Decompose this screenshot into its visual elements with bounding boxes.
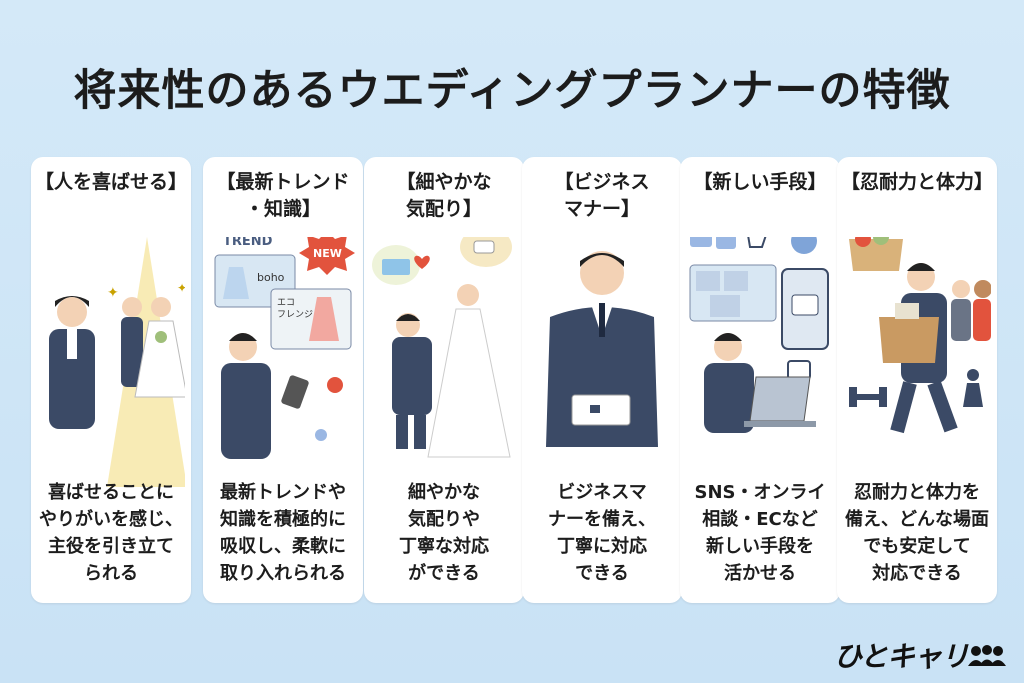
body-line: 細やかな — [408, 482, 480, 503]
heading-line: マナー】 — [563, 198, 640, 220]
card-heading: 【細やかな 気配り】 — [364, 169, 524, 223]
svg-text:✦: ✦ — [177, 281, 185, 295]
body-line: られる — [84, 563, 138, 584]
card-heading: 【人を喜ばせる】 — [31, 169, 191, 196]
card-description: SNS・オンライ 相談・ECなど 新しい手段を 活かせる — [680, 479, 840, 587]
body-line: 対応できる — [872, 563, 962, 584]
body-line: ができる — [408, 563, 480, 584]
trend-label: TREND — [223, 237, 273, 249]
heading-line: 【ビジネス — [554, 171, 650, 193]
card-description: 喜ばせることに やりがいを感じ、 主役を引き立て られる — [31, 479, 191, 587]
body-line: SNS・オンライ — [694, 482, 826, 503]
logo-text: ひとキャリ — [833, 640, 969, 673]
body-line: 喜ばせることに — [48, 482, 174, 503]
body-line: 相談・ECなど — [702, 509, 818, 530]
body-line: 丁寧な対応 — [399, 536, 489, 557]
heading-line: 気配り】 — [405, 198, 482, 220]
heading-line: 【人を喜ばせる】 — [34, 171, 187, 193]
card-care: 【細やかな 気配り】 細やかな 気配りや 丁寧な対応 ができる — [364, 157, 524, 603]
heading-line: ・知識】 — [244, 198, 321, 220]
body-line: 吸収し、柔軟に — [220, 536, 346, 557]
card-manners: 【ビジネス マナー】 ビジネスマ ナーを備え、 丁寧に対応 できる — [522, 157, 682, 603]
card-heading: 【忍耐力と体力】 — [837, 169, 997, 196]
people-icon — [968, 645, 1006, 666]
endurance-illustration — [849, 237, 991, 434]
new-label: NEW — [313, 247, 342, 260]
body-line: 知識を積極的に — [220, 509, 346, 530]
body-line: 取り入れられる — [220, 563, 346, 584]
care-illustration — [372, 237, 512, 458]
body-line: 気配りや — [408, 509, 480, 530]
eco-label: エコ — [277, 298, 295, 308]
body-line: 最新トレンドや — [220, 482, 346, 503]
heading-line: 【最新トレンド — [216, 171, 350, 193]
card-endurance: 【忍耐力と体力】 忍耐力と体力を 備え、ど — [837, 157, 997, 603]
body-line: でも安定して — [863, 536, 971, 557]
card-new-means: 【新しい手段】 SNS・オンライ 相談・ECなど 新しい手段を 活かせる — [680, 157, 840, 603]
heading-line: 【忍耐力と体力】 — [840, 171, 993, 193]
boho-label: boho — [257, 271, 285, 284]
body-line: ビジネスマ — [557, 482, 647, 503]
card-description: ビジネスマ ナーを備え、 丁寧に対応 できる — [522, 479, 682, 587]
card-heading: 【ビジネス マナー】 — [522, 169, 682, 223]
heading-line: 【新しい手段】 — [693, 171, 827, 193]
body-line: 主役を引き立て — [48, 536, 174, 557]
joy-illustration: ✦ ✦ — [49, 237, 185, 487]
body-line: 備え、どんな場面 — [845, 509, 989, 530]
heading-line: 【細やかな — [396, 171, 492, 193]
page-title: 将来性のあるウエディングプランナーの特徴 — [73, 66, 951, 116]
body-line: 丁寧に対応 — [557, 536, 647, 557]
eco2-label: フレンジ — [277, 310, 313, 320]
new-means-illustration — [689, 237, 829, 433]
card-heading: 【新しい手段】 — [680, 169, 840, 196]
trend-illustration: TREND NEW boho エコ フレンジ — [214, 237, 355, 459]
body-line: ナーを備え、 — [548, 509, 656, 530]
body-line: できる — [575, 563, 629, 584]
body-line: やりがいを感じ、 — [39, 509, 183, 530]
brand-logo: ひとキャリ — [834, 635, 1006, 675]
card-description: 忍耐力と体力を 備え、どんな場面 でも安定して 対応できる — [837, 479, 997, 587]
card-trend: 【最新トレンド ・知識】 TREND NEW boho エコ フレンジ 最新トレ… — [203, 157, 363, 603]
body-line: 活かせる — [724, 563, 796, 584]
svg-text:✦: ✦ — [107, 285, 119, 301]
card-description: 最新トレンドや 知識を積極的に 吸収し、柔軟に 取り入れられる — [203, 479, 363, 587]
manners-illustration — [546, 251, 658, 447]
body-line: 新しい手段を — [706, 536, 814, 557]
card-heading: 【最新トレンド ・知識】 — [203, 169, 363, 223]
body-line: 忍耐力と体力を — [854, 482, 980, 503]
card-description: 細やかな 気配りや 丁寧な対応 ができる — [364, 479, 524, 587]
card-joy: 【人を喜ばせる】 ✦ ✦ 喜ばせることに やりがいを感じ、 主役を引き立て られ… — [31, 157, 191, 603]
